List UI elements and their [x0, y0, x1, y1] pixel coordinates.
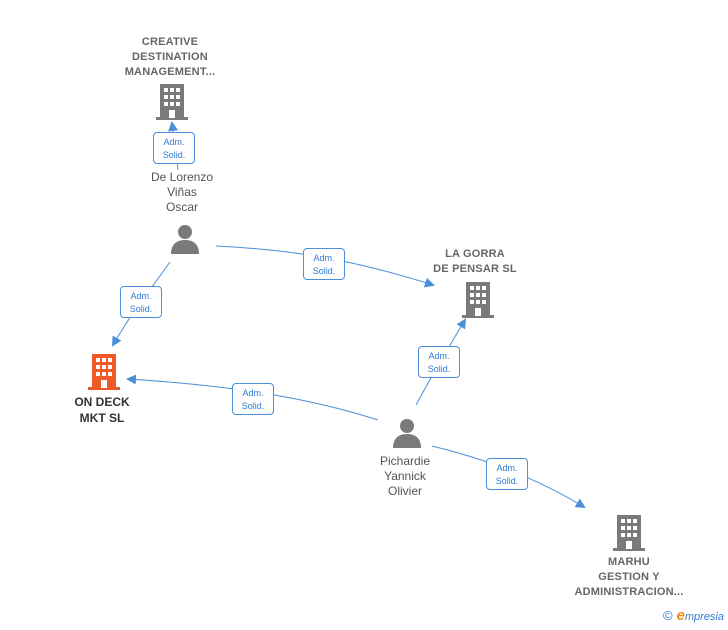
pichardie-label-line-1: Pichardie [379, 454, 431, 468]
role-badge-line-1: Adm. [242, 388, 264, 398]
lagorra-building-icon[interactable] [462, 282, 494, 318]
creative-building-icon[interactable] [156, 84, 188, 120]
role-badge-pichardie-lagorra[interactable]: Adm. Solid. [418, 346, 460, 378]
role-badge-line-2: Solid. [312, 266, 336, 276]
role-badge-line-2: Solid. [427, 364, 451, 374]
pichardie-person-icon[interactable] [392, 418, 422, 448]
role-badge-delorenzo-lagorra[interactable]: Adm. Solid. [303, 248, 345, 280]
role-badge-line-2: Solid. [495, 476, 519, 486]
role-badge-line-1: Adm. [496, 463, 518, 473]
role-badge-line-2: Solid. [162, 150, 186, 160]
lagorra-label[interactable]: LA GORRA DE PENSAR SL [415, 247, 535, 277]
role-badge-line-1: Adm. [313, 253, 335, 263]
ondeck-label-line-1: ON DECK [74, 395, 130, 409]
ondeck-label[interactable]: ON DECK MKT SL [50, 394, 154, 426]
delorenzo-label-line-3: Oscar [165, 200, 198, 214]
creative-label-line-2: DESTINATION [132, 51, 208, 63]
role-badge-line-1: Adm. [130, 291, 152, 301]
marhu-label[interactable]: MARHU GESTION Y ADMINISTRACION... [564, 555, 694, 600]
role-badge-delorenzo-creative[interactable]: Adm. Solid. [153, 132, 195, 164]
role-badge-line-1: Adm. [428, 351, 450, 361]
lagorra-label-line-2: DE PENSAR SL [433, 263, 517, 275]
role-badge-line-1: Adm. [163, 137, 185, 147]
ondeck-label-line-2: MKT SL [79, 411, 125, 425]
marhu-label-line-1: MARHU [608, 556, 650, 568]
role-badge-pichardie-marhu[interactable]: Adm. Solid. [486, 458, 528, 490]
copyright-symbol: © [662, 608, 673, 623]
marhu-label-line-3: ADMINISTRACION... [574, 586, 684, 598]
brand-logo: empresia [677, 607, 724, 624]
delorenzo-person-icon[interactable] [170, 224, 200, 254]
lagorra-label-line-1: LA GORRA [445, 248, 505, 260]
footer-brand: © empresia [663, 607, 724, 624]
pichardie-label-line-2: Yannick [384, 469, 426, 483]
brand-initial: e [676, 607, 685, 624]
marhu-building-icon[interactable] [613, 515, 645, 551]
role-badge-line-2: Solid. [129, 304, 153, 314]
role-badge-line-2: Solid. [241, 401, 265, 411]
pichardie-label[interactable]: Pichardie Yannick Olivier [355, 454, 455, 499]
creative-label-line-1: CREATIVE [141, 36, 199, 48]
marhu-label-line-2: GESTION Y [598, 571, 660, 583]
role-badge-pichardie-ondeck[interactable]: Adm. Solid. [232, 383, 274, 415]
brand-name-rest: mpresia [684, 611, 724, 623]
creative-label[interactable]: CREATIVE DESTINATION MANAGEMENT... [110, 35, 230, 80]
delorenzo-label[interactable]: De Lorenzo Viñas Oscar [132, 170, 232, 215]
delorenzo-label-line-1: De Lorenzo [150, 170, 214, 184]
delorenzo-label-line-2: Viñas [167, 185, 197, 199]
role-badge-delorenzo-ondeck[interactable]: Adm. Solid. [120, 286, 162, 318]
ondeck-building-icon[interactable] [88, 354, 120, 390]
creative-label-line-3: MANAGEMENT... [124, 66, 216, 78]
pichardie-label-line-3: Olivier [387, 484, 422, 498]
